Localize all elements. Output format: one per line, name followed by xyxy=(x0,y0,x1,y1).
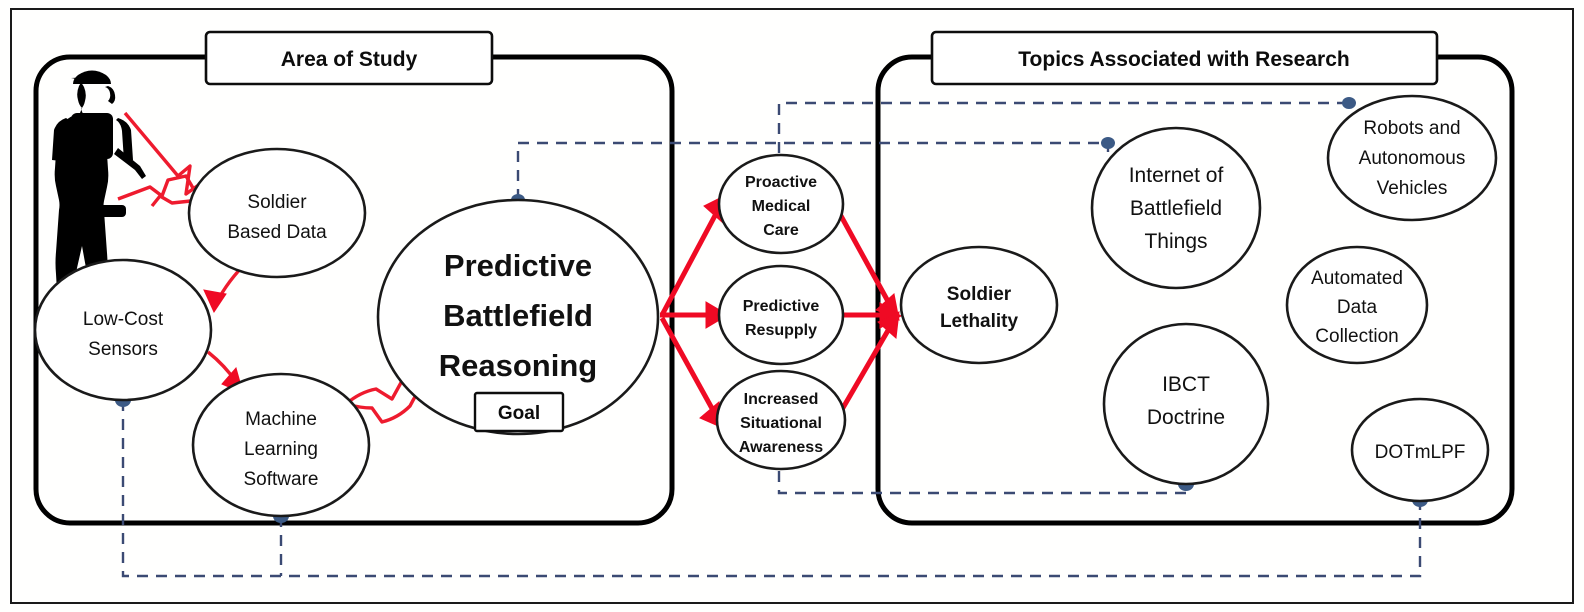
node-label-line: Medical xyxy=(752,198,811,215)
node-label-line: Resupply xyxy=(745,322,817,339)
node-label-line: Machine xyxy=(245,409,317,430)
node-dotmlpf[interactable]: DOTmLPF xyxy=(1350,397,1490,503)
node-label-line: Proactive xyxy=(745,174,817,191)
dashed-link-sensors-to-dotmlpf xyxy=(121,400,1422,578)
node-increased-situational-awareness[interactable]: Increased Situational Awareness xyxy=(715,369,847,471)
node-label-line: Sensors xyxy=(88,339,158,360)
badge-goal: Goal xyxy=(473,391,565,433)
node-label-line: Low-Cost xyxy=(83,309,164,330)
node-soldier-lethality[interactable]: Soldier Lethality xyxy=(899,245,1059,365)
node-internet-of-battlefield-things[interactable]: Internet of Battlefield Things xyxy=(1090,126,1262,290)
node-label-line: Lethality xyxy=(940,311,1019,332)
node-label-line: Awareness xyxy=(739,439,823,456)
node-label-line: Increased xyxy=(744,391,819,408)
node-predictive-resupply[interactable]: Predictive Resupply xyxy=(717,264,845,366)
node-robots-and-autonomous-vehicles[interactable]: Robots and Autonomous Vehicles xyxy=(1326,94,1498,222)
dashed-link-isa-to-ibct xyxy=(777,452,1188,495)
node-label-line: Vehicles xyxy=(1377,178,1448,199)
node-proactive-medical-care[interactable]: Proactive Medical Care xyxy=(717,153,845,255)
node-label-line: Based Data xyxy=(227,222,327,243)
red-arrow-sbd-to-sensors-head xyxy=(203,289,227,314)
node-label-line: Battlefield xyxy=(1130,197,1222,220)
header-area-of-study: Area of Study xyxy=(204,30,494,86)
node-ibct-doctrine[interactable]: IBCT Doctrine xyxy=(1102,322,1270,486)
node-predictive-battlefield-reasoning[interactable]: Predictive Battlefield Reasoning xyxy=(376,198,660,436)
node-soldier-based-data[interactable]: Soldier Based Data xyxy=(187,147,367,279)
node-label-line: Robots and xyxy=(1363,118,1460,139)
header-area-of-study-label: Area of Study xyxy=(281,48,418,71)
dashed-link-pmc-to-robots xyxy=(777,101,1351,172)
node-label-line: Reasoning xyxy=(439,348,597,383)
node-label-line: Soldier xyxy=(247,192,307,213)
red-arrow-isa-to-lethality-head xyxy=(877,311,900,340)
node-label-line: Predictive xyxy=(743,298,820,315)
red-arrow-soldier-lower xyxy=(117,174,202,208)
outer-frame xyxy=(10,8,1574,604)
red-arrow-pbr-to-isa xyxy=(659,316,717,414)
red-arrow-ml-to-pbr xyxy=(344,364,438,424)
node-low-cost-sensors[interactable]: Low-Cost Sensors xyxy=(33,258,213,402)
node-machine-learning-software[interactable]: Machine Learning Software xyxy=(191,372,371,518)
node-label-line: Autonomous xyxy=(1359,148,1466,169)
node-label-line: Collection xyxy=(1315,326,1398,347)
node-label-line: Learning xyxy=(244,439,318,460)
header-topics-associated-with-research: Topics Associated with Research xyxy=(930,30,1439,86)
node-label-line: Soldier xyxy=(947,284,1012,305)
junction-dot-iobt xyxy=(1101,137,1115,149)
node-label-line: Things xyxy=(1144,230,1207,253)
node-label-line: Situational xyxy=(740,415,822,432)
red-arrow-pbr-to-pmc xyxy=(659,208,721,317)
header-topics-label: Topics Associated with Research xyxy=(1018,48,1349,71)
node-label-line: Automated xyxy=(1311,268,1403,289)
node-label-line: Software xyxy=(244,469,319,490)
red-arrow-pbr-to-pr-head xyxy=(705,301,729,329)
node-label-line: Battlefield xyxy=(443,298,593,333)
node-label-line: IBCT xyxy=(1162,373,1210,396)
junction-dot-robots xyxy=(1342,97,1356,109)
badge-goal-label: Goal xyxy=(498,403,540,424)
node-label-line: Data xyxy=(1337,297,1378,318)
node-label-line: Care xyxy=(763,222,799,239)
node-label-line: Predictive xyxy=(444,248,592,283)
red-arrow-pmc-to-lethality xyxy=(832,203,893,307)
node-label-line: DOTmLPF xyxy=(1375,442,1466,463)
node-automated-data-collection[interactable]: Automated Data Collection xyxy=(1285,245,1429,365)
node-label-line: Doctrine xyxy=(1147,406,1225,429)
node-label-line: Internet of xyxy=(1129,164,1224,187)
